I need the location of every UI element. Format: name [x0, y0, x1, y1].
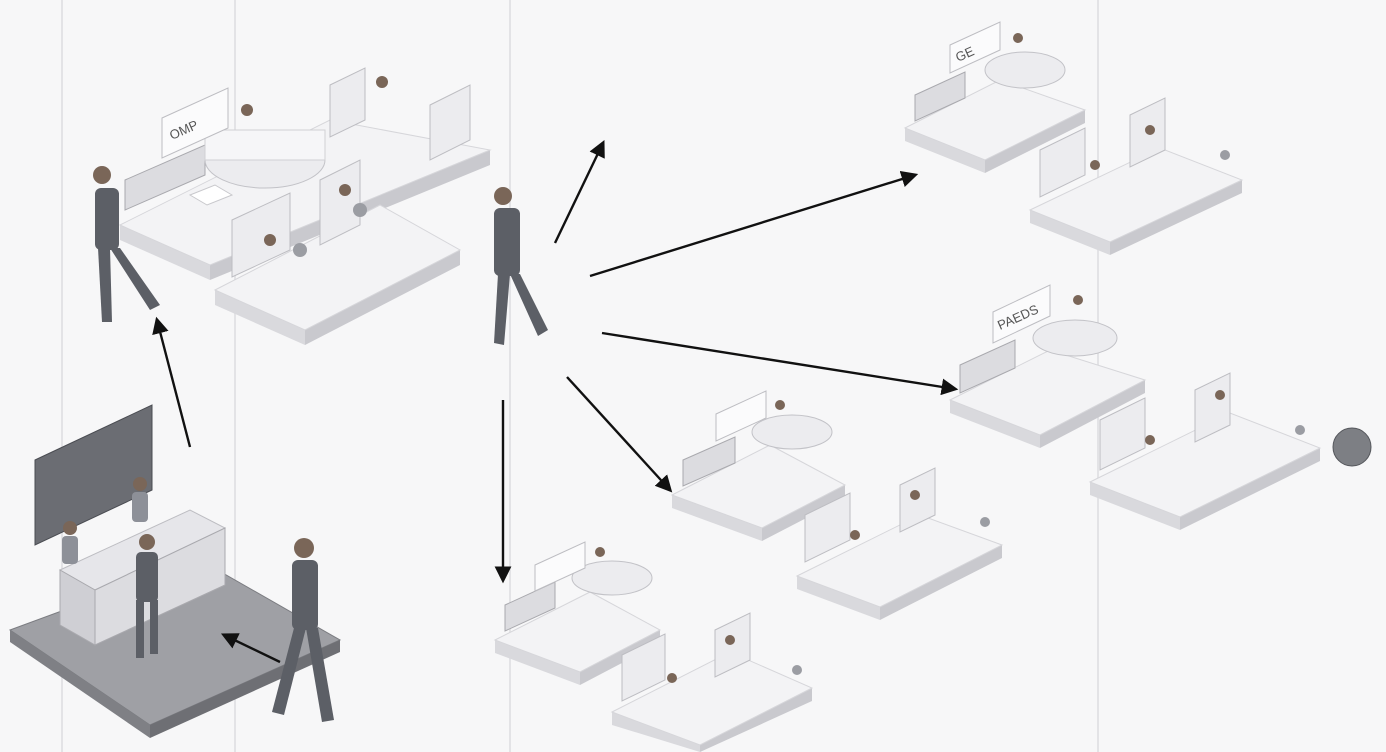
clinic-omp: OMP	[118, 67, 492, 345]
clinic-middle-sign	[715, 390, 767, 442]
arrow-to-ge	[589, 170, 919, 278]
patient-central	[494, 187, 548, 345]
reception-area	[8, 404, 342, 738]
flow-arrows	[152, 139, 959, 664]
arrow-reception-to-omp	[152, 316, 192, 448]
clinic-middle-staff	[775, 400, 990, 540]
arriving-patient	[272, 538, 334, 722]
patient-at-counter	[136, 534, 158, 658]
reception-board	[34, 404, 153, 546]
arrow-to-middle-clinic	[566, 376, 673, 493]
clinic-ge-sign: GE	[949, 21, 1001, 74]
arrow-to-paeds	[601, 331, 959, 396]
clinic-paeds: PAEDS	[948, 284, 1372, 530]
arrow-to-reception	[220, 633, 281, 664]
clinic-ge: GE	[903, 21, 1244, 255]
reception-counter	[58, 509, 227, 646]
receptionist-figure-1	[62, 521, 78, 564]
clinic-omp-sign: OMP	[161, 87, 229, 159]
bin-icon	[1332, 427, 1372, 467]
arrow-up	[553, 139, 605, 244]
clinic-omp-staff	[241, 76, 388, 257]
patient-to-omp	[93, 166, 160, 322]
receptionist-figure-2	[132, 477, 148, 522]
clinic-ge-sign-text: GE	[953, 43, 977, 64]
clinic-ge-staff	[1013, 33, 1230, 170]
clinic-bottom-staff	[595, 547, 802, 683]
clinic-paeds-staff	[1073, 295, 1305, 445]
clinic-bottom	[493, 541, 814, 752]
clinic-bottom-sign	[534, 541, 586, 592]
clinic-middle	[670, 390, 1004, 620]
